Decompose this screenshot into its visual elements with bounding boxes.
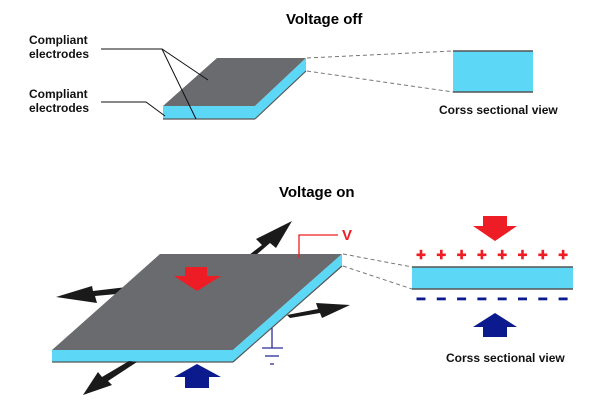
negative-charge-icon: [518, 297, 527, 301]
caption-cross-section-on: Corss sectional view: [446, 351, 565, 365]
positive-charge-icon: [518, 249, 527, 260]
positive-charge-icon: [538, 249, 548, 260]
positive-charge-icon: [416, 249, 426, 260]
negative-charge-icon: [538, 297, 548, 301]
negative-charge-icon: [457, 297, 467, 301]
svg-text:electrodes: electrodes: [29, 101, 89, 115]
stretch-arrows-front: [83, 303, 350, 395]
negative-charge-icon: [497, 297, 507, 301]
negative-charge-icon: [436, 297, 446, 301]
projection-lines-off: [306, 50, 454, 93]
stretch-arrow-right-icon: [287, 303, 350, 318]
leader-bottom: [101, 101, 166, 117]
voltage-label: V: [342, 227, 352, 244]
leader-top-a: [101, 48, 209, 81]
top-electrode-face: [163, 58, 306, 106]
bottom-electrode-edge-side: [254, 70, 307, 120]
negative-charge-icon: [416, 297, 426, 301]
positive-charge-icon: [477, 249, 487, 260]
top-electrode-face-on: [52, 254, 342, 350]
compression-arrow-cross-bottom-icon: [473, 313, 517, 337]
elastomer-slab-on: [52, 254, 343, 363]
elastomer-side-face: [255, 58, 306, 119]
charges: [416, 249, 568, 301]
svg-text:electrodes: electrodes: [29, 47, 89, 61]
positive-charge-icon: [558, 249, 568, 260]
positive-charge-icon: [457, 249, 467, 260]
elastomer-slab-off: [163, 58, 307, 120]
elastomer-side-face-on: [233, 254, 342, 362]
title-voltage-on: Voltage on: [279, 184, 355, 201]
voltage-wire: [298, 234, 338, 258]
caption-cross-section-off: Corss sectional view: [439, 103, 558, 117]
leader-lines: [101, 48, 209, 120]
svg-text:Compliant: Compliant: [29, 87, 88, 101]
stretch-arrow-back-right-icon: [240, 221, 292, 262]
projection-lines-on: [342, 253, 413, 290]
negative-charge-icon: [477, 297, 487, 301]
cross-section-off: [453, 50, 533, 93]
positive-charge-icon: [497, 249, 507, 260]
ground-icon: [262, 328, 283, 365]
positive-charge-icon: [436, 249, 446, 260]
leader-top-b: [161, 48, 197, 120]
elastomer-front-face-on: [52, 350, 233, 362]
cross-section-elastomer: [453, 51, 533, 92]
negative-charge-icon: [558, 297, 568, 301]
elastomer-front-face: [163, 106, 255, 119]
compression-arrow-top-icon: [174, 267, 221, 291]
compression-arrow-cross-top-icon: [473, 216, 517, 241]
stretch-arrow-front-left-icon: [83, 361, 137, 395]
label-bottom-electrode: Compliant electrodes: [29, 87, 89, 115]
label-top-electrode: Compliant electrodes: [29, 33, 89, 61]
cross-section-on: [412, 266, 573, 290]
title-voltage-off: Voltage off: [286, 11, 363, 28]
compression-arrow-bottom-icon: [174, 364, 221, 388]
svg-text:Compliant: Compliant: [29, 33, 88, 47]
cross-section-elastomer-on: [412, 267, 573, 289]
